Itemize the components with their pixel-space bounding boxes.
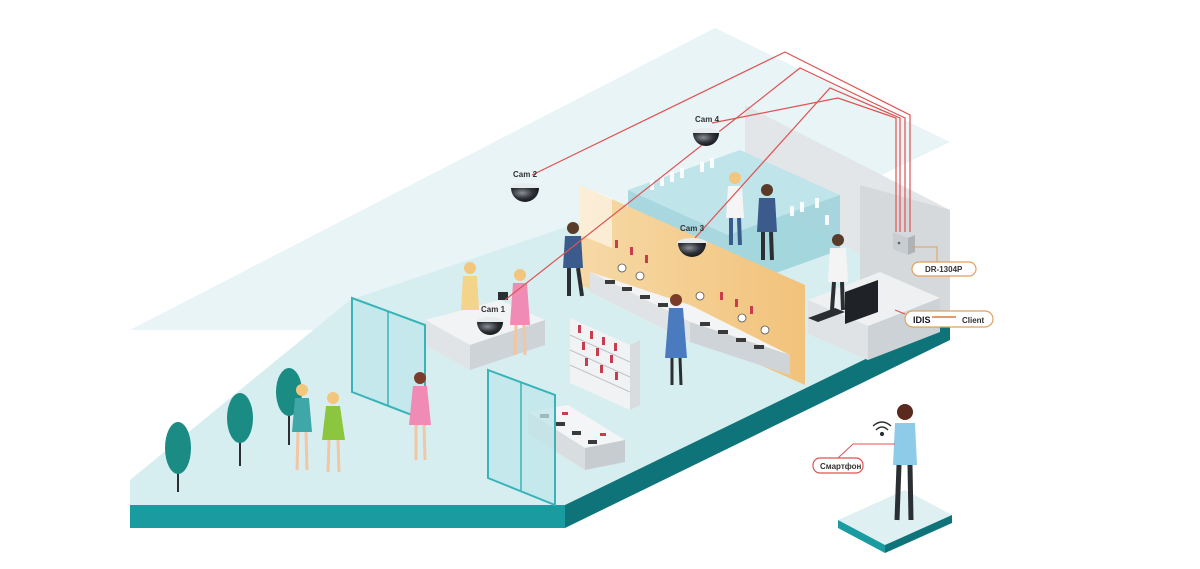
floor-front-edge: [130, 505, 565, 528]
smartphone-user-platform: [838, 490, 952, 553]
person-cashier: [461, 262, 479, 310]
tree-icon: [227, 393, 253, 466]
smartphone-label: Смартфон: [820, 462, 862, 471]
floor-side-edge: [565, 318, 950, 528]
camera-2-label: Cam 2: [513, 170, 538, 179]
entrance-glass-right: [487, 368, 556, 507]
partition-wall-panel: [580, 185, 612, 248]
person-shopper-blonde: [292, 384, 312, 471]
person-consultant: [665, 294, 687, 386]
person-man-aisle: [563, 222, 584, 297]
person-back-shopper: [757, 184, 777, 261]
person-shopper-pink: [409, 372, 431, 461]
camera-3: Cam 3: [677, 224, 707, 257]
client-brand: IDIS: [913, 315, 931, 325]
tree-icon: [165, 422, 191, 492]
camera-1-label: Cam 1: [481, 305, 506, 314]
lipstick-rack: [569, 318, 640, 410]
nvr-recorder: [893, 232, 915, 255]
camera-cables: [504, 51, 911, 301]
camera-2: Cam 2: [510, 170, 540, 202]
ceiling-plane: [130, 28, 950, 330]
person-security-guard: [828, 234, 848, 311]
wifi-icon: [872, 421, 892, 437]
client-callout: IDIS Client: [904, 310, 994, 328]
camera-4: Cam 4: [692, 115, 720, 146]
camera-3-label: Cam 3: [680, 224, 705, 233]
person-shopper-green: [322, 392, 345, 473]
smartphone-callout: Смартфон: [812, 443, 895, 474]
person-shopper-counter: [510, 269, 530, 356]
client-cable: [894, 309, 906, 315]
recorder-label: DR-1304P: [925, 265, 963, 274]
client-label: Client: [962, 316, 985, 325]
camera-4-label: Cam 4: [695, 115, 720, 124]
camera-1: Cam 1: [476, 305, 506, 335]
recorder-callout: DR-1304P: [911, 246, 977, 277]
person-smartphone-user: [893, 404, 917, 521]
person-back-worker: [726, 172, 744, 246]
cosmetics-counter-center: [590, 240, 790, 375]
